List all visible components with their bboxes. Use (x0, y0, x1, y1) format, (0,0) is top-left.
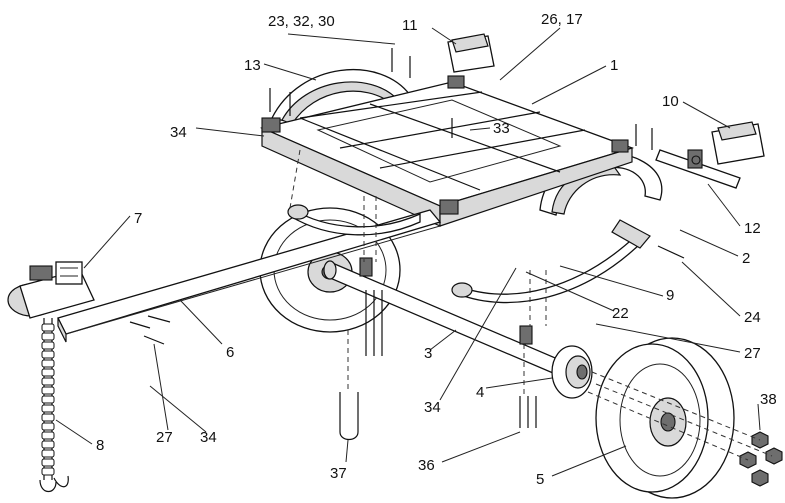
bolts (129, 48, 685, 345)
chain-link (41, 422, 55, 431)
label-5: 5 (536, 471, 544, 488)
chain-link (41, 458, 55, 467)
chain-link (41, 449, 55, 458)
chain-link (41, 404, 55, 413)
label-26-17: 26, 17 (541, 11, 583, 28)
chain-link (41, 323, 55, 332)
frame-main (259, 75, 635, 227)
chain-link (41, 350, 55, 359)
label-12: 12 (744, 220, 761, 237)
label-7: 7 (134, 210, 142, 227)
chain-link (41, 386, 55, 395)
chain-link (41, 359, 55, 368)
label-1: 1 (610, 57, 618, 74)
tongue (57, 209, 442, 343)
u-bolt-right (519, 396, 537, 428)
wheel-front (595, 337, 735, 499)
label-33: 33 (493, 120, 510, 137)
u-bolt-left (339, 290, 383, 441)
label-8: 8 (96, 437, 104, 454)
label-3: 3 (424, 345, 432, 362)
label-36: 36 (418, 457, 435, 474)
label-34-top: 34 (170, 124, 187, 141)
label-27-right: 27 (744, 345, 761, 362)
label-6: 6 (226, 344, 234, 361)
chain-link (41, 377, 55, 386)
coupler (7, 261, 95, 319)
safety-chain (39, 318, 69, 493)
chain-link (41, 413, 55, 422)
leaf-spring-right (451, 219, 651, 304)
light-left (447, 33, 495, 73)
hub (551, 345, 593, 399)
label-27-left: 27 (156, 429, 173, 446)
label-4: 4 (476, 384, 484, 401)
callout-labels: 23, 32, 30 11 26, 17 13 1 10 34 33 12 7 … (96, 11, 777, 488)
label-23-32-30: 23, 32, 30 (268, 13, 335, 30)
label-37: 37 (330, 465, 347, 482)
alignment-lines (289, 149, 773, 461)
label-2: 2 (742, 250, 750, 267)
chain-link (41, 341, 55, 350)
label-10: 10 (662, 93, 679, 110)
chain-link (41, 395, 55, 404)
label-11: 11 (402, 17, 418, 34)
leaf-spring-left (287, 204, 421, 236)
chain-link (41, 332, 55, 341)
label-34-middle: 34 (424, 399, 441, 416)
chain-link (41, 440, 55, 449)
label-13: 13 (244, 57, 261, 74)
chain-link (41, 431, 55, 440)
label-9: 9 (666, 287, 674, 304)
light-right (711, 121, 765, 165)
chain-link (41, 467, 55, 476)
label-38: 38 (760, 391, 777, 408)
leader-lines (55, 27, 761, 477)
plate-bracket (655, 149, 741, 189)
label-34-bottom: 34 (200, 429, 217, 446)
chain-link (41, 368, 55, 377)
label-22: 22 (612, 305, 629, 322)
label-24: 24 (744, 309, 761, 326)
